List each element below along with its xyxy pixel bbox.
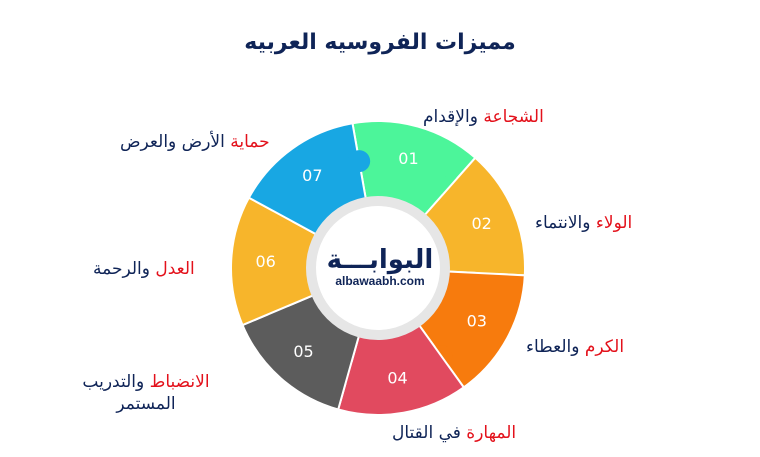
label-highlight: حماية [230, 132, 270, 152]
piece-number: 05 [293, 342, 313, 361]
label-07: حماية الأرض والعرض [120, 131, 270, 153]
label-rest: والرحمة [93, 259, 150, 279]
puzzle-tab [348, 150, 371, 173]
label-highlight: المهارة [466, 423, 517, 443]
label-rest: والعطاء [526, 337, 580, 357]
label-highlight: الانضباط [149, 372, 210, 392]
label-highlight: الولاء [595, 213, 633, 233]
piece-number: 04 [387, 368, 407, 387]
label-03: الكرم والعطاء [526, 336, 624, 358]
label-highlight: الكرم [584, 337, 625, 357]
label-highlight: العدل [155, 259, 195, 279]
label-rest: والانتماء [535, 213, 591, 233]
logo-circle [316, 206, 440, 330]
logo-arabic: البوابـــة [326, 245, 434, 275]
piece-number: 02 [471, 214, 491, 233]
piece-number: 03 [467, 311, 487, 330]
label-05: الانضباط والتدريب المستمر [66, 371, 226, 415]
label-04: المهارة في القتال [392, 422, 516, 444]
label-01: الشجاعة والإقدام [423, 106, 544, 128]
label-rest: والإقدام [423, 107, 478, 127]
piece-number: 01 [398, 149, 418, 168]
label-06: العدل والرحمة [93, 258, 195, 280]
logo-domain: albawaabh.com [335, 274, 425, 288]
piece-number: 06 [255, 252, 275, 271]
logo: البوابـــة albawaabh.com [318, 246, 442, 288]
label-02: الولاء والانتماء [535, 212, 632, 234]
label-rest: الأرض والعرض [120, 132, 225, 152]
label-highlight: الشجاعة [483, 107, 544, 127]
piece-number: 07 [302, 166, 322, 185]
label-rest: في القتال [392, 423, 461, 443]
label-rest: والتدريب المستمر [82, 372, 176, 414]
page-title: مميزات الفروسيه العربيه [244, 30, 516, 55]
